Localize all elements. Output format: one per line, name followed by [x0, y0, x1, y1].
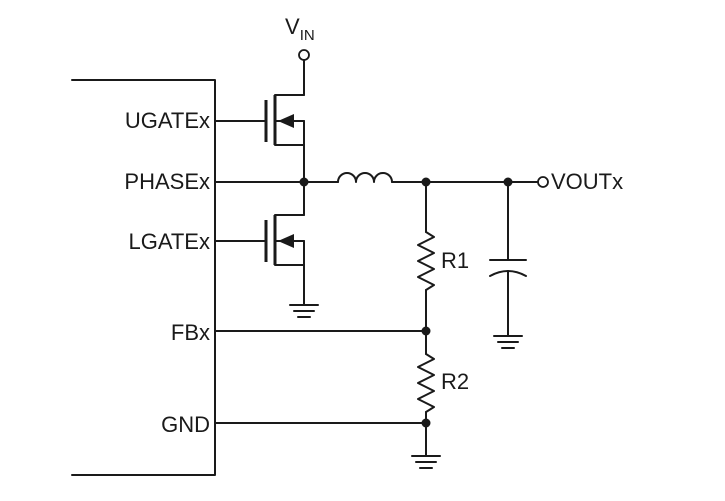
resistor-r2-label: R2 — [441, 369, 469, 394]
pin-label-gnd: GND — [161, 412, 210, 437]
resistor-r1-label: R1 — [441, 248, 469, 273]
ground-icon — [493, 335, 523, 349]
pin-label-ugate: UGATEx — [125, 108, 210, 133]
vin-label-subscript: IN — [300, 27, 315, 44]
capacitor-icon — [489, 181, 527, 337]
vout-label: VOUTx — [551, 169, 623, 194]
resistor-r2-icon — [417, 330, 435, 457]
gnd-node-dot — [421, 418, 431, 428]
high-side-mosfet-icon — [214, 94, 305, 183]
resistor-r1-icon — [417, 181, 435, 332]
inductor-icon — [337, 172, 393, 183]
vin-label: VIN — [285, 14, 315, 44]
vin-terminal — [298, 49, 310, 61]
ground-icon — [411, 455, 441, 469]
low-side-mosfet-icon — [214, 181, 305, 306]
vout-terminal — [537, 176, 549, 188]
vin-label-main: V — [285, 14, 300, 39]
controller-ic-box — [71, 79, 216, 476]
pin-label-fb: FBx — [171, 320, 210, 345]
pin-label-lgate: LGATEx — [128, 229, 210, 254]
pin-label-phase: PHASEx — [124, 169, 210, 194]
ground-icon — [289, 304, 319, 318]
